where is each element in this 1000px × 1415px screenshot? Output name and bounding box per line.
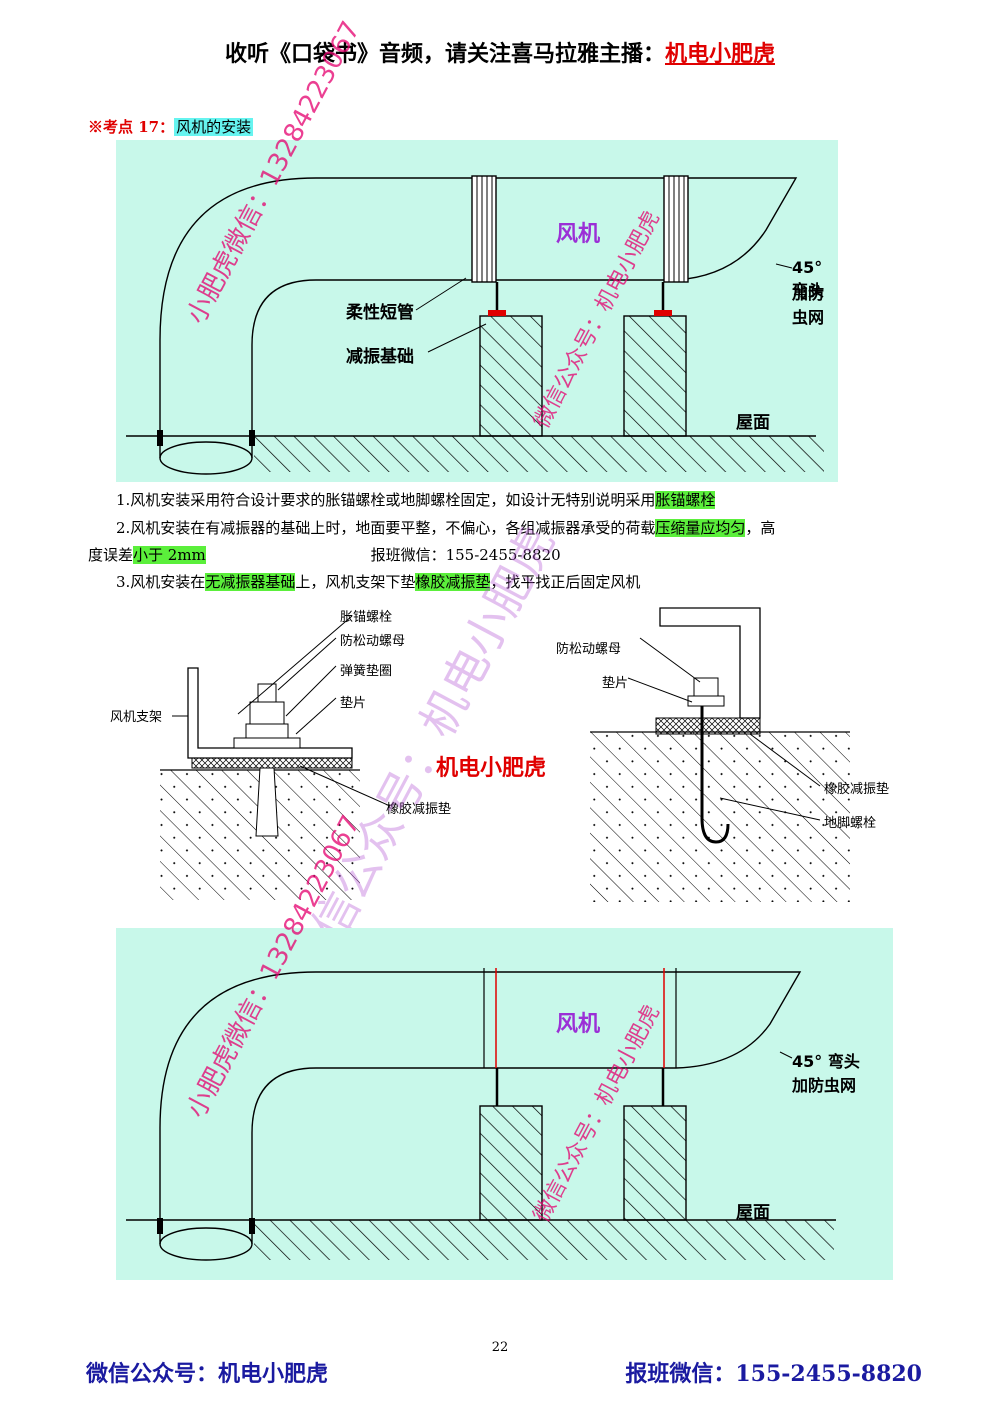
elbow-label-1: 45° 弯头 [792,258,825,300]
vibration-base-left [479,315,543,437]
page-number: 22 [491,1340,509,1355]
point-2b-highlight: 小于 2mm [133,546,206,564]
point-3-c: ，找平找正后固定风机 [490,573,641,591]
point-3-highlight-2: 橡胶减振垫 [415,573,491,591]
section-title-text: 风机的安装 [174,118,254,136]
rubber-pad-left [191,757,353,769]
fan-install-diagram-top: 风机 45° 弯头 加防虫网 柔性短管 减振基础 屋面 小肥虎微信：132842… [116,16,838,482]
duct-pipe [159,177,798,430]
flexible-connector-label: 柔性短管 [346,303,414,323]
center-brand: 机电小肥虎 [436,756,547,781]
header-prefix: 收听《口袋书》音频，请关注喜马拉雅主播： [224,41,665,67]
point-2-tail: ，高 [745,519,776,537]
section-prefix: ※考点 17： [88,118,175,136]
bolt-detail-diagram: 胀锚螺栓 防松动螺母 弹簧垫圈 垫片 风机支架 橡胶减振垫 机电小肥虎 防松动螺… [100,598,920,908]
point-1-highlight: 胀锚螺栓 [655,491,716,509]
point-2-continued: 度误差小于 2mm 报班微信：155-2455-8820 [88,541,888,569]
point-1-text: 1.风机安装采用符合设计要求的胀锚螺栓或地脚螺栓固定，如设计无特别说明采用 [116,491,656,509]
label-washer-right: 垫片 [602,676,629,691]
point-2-highlight: 压缩量应均匀 [655,519,746,537]
point-3-highlight-1: 无减振器基础 [205,573,296,591]
roof-label: 屋面 [736,413,770,433]
point-3-a: 3.风机安装在 [116,573,206,591]
point-2-text: 2.风机安装在有减振器的基础上时，地面要平整，不偏心，各组减振器承受的荷载 [116,519,656,537]
label-fan-bracket: 风机支架 [110,710,163,725]
label-rubber-pad-left: 橡胶减振垫 [386,802,452,817]
header-host: 机电小肥虎 [665,41,776,67]
point-3: 3.风机安装在无减振器基础上，风机支架下垫橡胶减振垫，找平找正后固定风机 [116,568,906,596]
label-lock-nut-right: 防松动螺母 [556,642,622,657]
point-1: 1.风机安装采用符合设计要求的胀锚螺栓或地脚螺栓固定，如设计无特别说明采用胀锚螺… [116,486,906,514]
fan-label: 风机 [556,222,601,247]
bolt-detail-svg [160,607,850,902]
vibration-base-right [623,315,687,437]
point-3-b: 上，风机支架下垫 [295,573,416,591]
fan-diagram-svg [126,175,824,475]
fan-diagram-bottom-svg [126,968,836,1261]
label-anchor-bolt: 地脚螺栓 [824,816,877,831]
fan-bracket [187,667,353,759]
concrete-right [590,732,850,902]
label-rubber-pad-right: 橡胶减振垫 [824,782,890,797]
fan-label-bottom: 风机 [556,1012,601,1037]
elbow-label-2: 加防虫网 [792,284,825,327]
point-2b-text: 度误差 [88,546,134,564]
roof-slab-hatch [254,436,824,472]
label-spring-washer: 弹簧垫圈 [340,664,393,679]
footer-left: 微信公众号：机电小肥虎 [86,1361,329,1387]
fan-install-diagram-bottom: 风机 45° 弯头 加防虫网 屋面 小肥虎微信：13284223067 微信公众… [116,810,893,1280]
footer-right: 报班微信：155-2455-8820 [625,1361,922,1387]
flexible-connector-right [663,175,689,283]
rubber-pad-right [655,717,761,735]
vibration-base-label: 减振基础 [346,347,414,367]
elbow-label-bottom-1: 45° 弯头 [792,1052,860,1071]
roof-label-bottom: 屋面 [736,1203,770,1223]
elbow-label-bottom-2: 加防虫网 [792,1076,857,1095]
label-lock-nut-left: 防松动螺母 [340,634,406,649]
point-2b-contact: 报班微信：155-2455-8820 [370,546,561,564]
label-washer-left: 垫片 [340,696,367,711]
point-2: 2.风机安装在有减振器的基础上时，地面要平整，不偏心，各组减振器承受的荷载压缩量… [116,514,936,542]
page-header: 收听《口袋书》音频，请关注喜马拉雅主播：机电小肥虎 [0,36,1000,68]
label-expansion-bolt: 胀锚螺栓 [340,610,393,625]
section-title: ※考点 17：风机的安装 [88,116,254,137]
flexible-connector-left [471,175,497,283]
